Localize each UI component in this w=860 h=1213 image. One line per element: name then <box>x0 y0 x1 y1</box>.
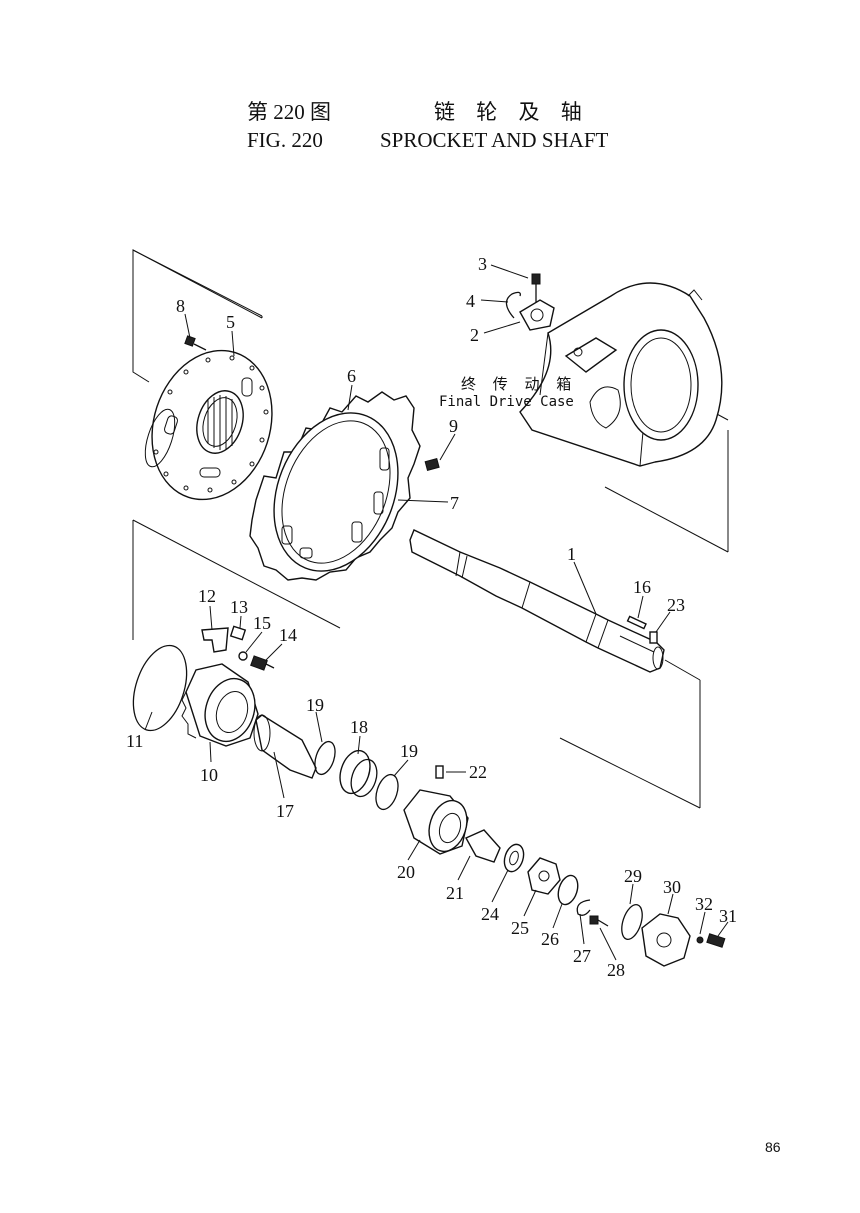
floating-seal-10 <box>181 663 259 747</box>
part-label: 29 <box>624 866 642 886</box>
bolt-8 <box>184 335 207 351</box>
part-label: 5 <box>226 312 235 332</box>
part-label: 12 <box>198 586 216 606</box>
seal-18-19 <box>314 740 399 811</box>
part-label: 1 <box>567 544 576 564</box>
sprocket-ring <box>249 391 421 581</box>
figure-title-cn: 链 轮 及 轴 <box>434 100 590 124</box>
part-label: 24 <box>481 904 499 924</box>
o-ring-29 <box>621 904 643 940</box>
part-label: 25 <box>511 918 529 938</box>
part-label: 7 <box>450 493 459 513</box>
part-label: 9 <box>449 416 458 436</box>
bolt-28 <box>589 915 609 927</box>
retainer-group <box>505 273 555 331</box>
part-label: 14 <box>279 625 297 645</box>
part-label: 26 <box>541 929 559 949</box>
lower-group-bracket <box>132 519 701 809</box>
figure-number-en: FIG. 220 <box>247 128 323 152</box>
part-label: 11 <box>126 731 143 751</box>
shaft-1 <box>409 529 665 673</box>
part-labels: 1 2 3 4 5 6 7 8 9 10 11 12 13 14 15 16 1… <box>126 254 737 980</box>
final-drive-case-label-cn: 终 传 动 箱 <box>461 375 577 393</box>
figure-number-cn: 第 220 图 <box>247 100 331 124</box>
part-label: 28 <box>607 960 625 980</box>
part-label: 15 <box>253 613 271 633</box>
part-label: 8 <box>176 296 185 316</box>
cover-30 <box>641 913 726 967</box>
part-label: 32 <box>695 894 713 914</box>
nut-9 <box>424 457 440 471</box>
page-number: 86 <box>765 1139 781 1155</box>
part-label: 13 <box>230 597 248 617</box>
part-label: 21 <box>446 883 464 903</box>
part-label: 6 <box>347 366 356 386</box>
part-label: 3 <box>478 254 487 274</box>
part-label: 31 <box>719 906 737 926</box>
bushing-21-24 <box>465 829 525 873</box>
o-ring-11 <box>132 644 188 732</box>
part-label: 18 <box>350 717 368 737</box>
part-label: 19 <box>400 741 418 761</box>
figure-title-en: SPROCKET AND SHAFT <box>380 128 609 152</box>
final-drive-case <box>519 282 723 467</box>
part-label: 22 <box>469 762 487 782</box>
bearing-cage-20 <box>403 765 469 855</box>
keys-16-23 <box>626 615 658 644</box>
nut-plates-25-26 <box>527 857 591 916</box>
part-label: 16 <box>633 577 651 597</box>
lock-plate-12 <box>201 625 275 671</box>
sprocket-hub <box>144 349 273 501</box>
leader-lines <box>144 264 729 961</box>
part-label: 23 <box>667 595 685 615</box>
part-label: 4 <box>466 291 475 311</box>
part-label: 17 <box>276 801 294 821</box>
part-label: 10 <box>200 765 218 785</box>
part-label: 30 <box>663 877 681 897</box>
part-label: 19 <box>306 695 324 715</box>
part-label: 2 <box>470 325 479 345</box>
collar-17 <box>253 714 317 779</box>
part-label: 20 <box>397 862 415 882</box>
part-label: 27 <box>573 946 591 966</box>
final-drive-case-label-en: Final Drive Case <box>439 394 574 410</box>
